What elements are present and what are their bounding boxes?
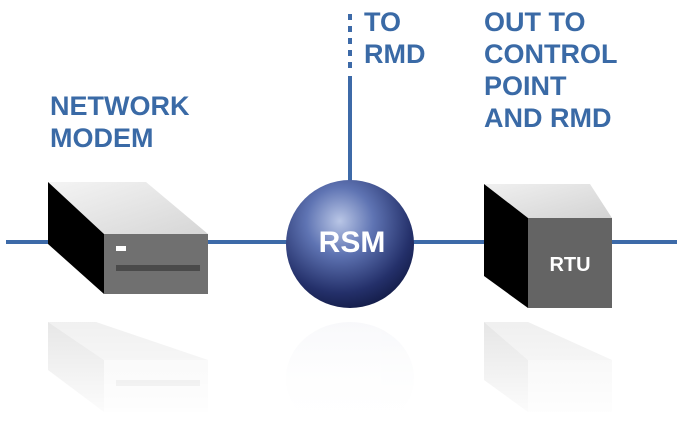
label-network-modem-line-2: MODEM (50, 123, 154, 153)
modem-left-face (48, 182, 104, 294)
label-network-modem: NETWORK MODEM (50, 90, 189, 154)
label-out-to-control: OUT TO CONTROL POINT AND RMD (484, 6, 617, 134)
label-out-to-control-line-3: POINT (484, 71, 567, 101)
network-modem-icon (48, 182, 208, 294)
label-out-to-control-line-2: CONTROL (484, 39, 618, 69)
reflection-fade (0, 318, 677, 426)
rsm-label: RSM (318, 226, 386, 259)
label-to-rmd-line-1: TO (364, 7, 402, 37)
modem-top-face (48, 182, 208, 234)
rtu-label: RTU (549, 254, 591, 276)
modem-front-face (104, 234, 208, 294)
rtu-front-face (528, 218, 612, 308)
modem-slot (116, 265, 200, 271)
label-out-to-control-line-1: OUT TO (484, 7, 586, 37)
label-to-rmd-line-2: RMD (364, 39, 426, 69)
label-out-to-control-line-4: AND RMD (484, 103, 612, 133)
label-network-modem-line-1: NETWORK (50, 91, 190, 121)
label-to-rmd: TO RMD (364, 6, 426, 70)
modem-led (116, 246, 126, 251)
rtu-left-face (484, 184, 528, 308)
rtu-top-face (484, 184, 612, 218)
rtu-box-icon (484, 184, 612, 308)
rsm-sphere-icon (286, 180, 414, 308)
